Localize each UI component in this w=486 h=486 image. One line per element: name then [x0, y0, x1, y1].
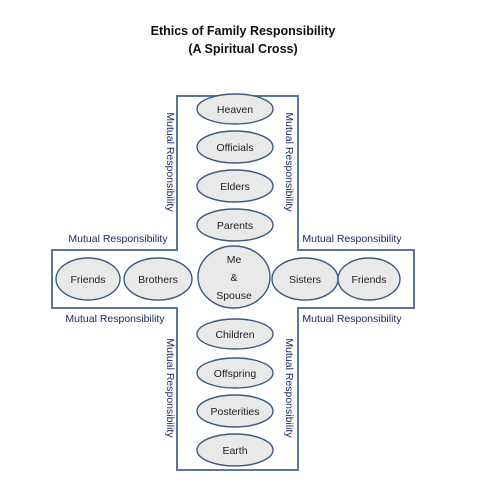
mutual-responsibility-label-bottom-left: Mutual Responsibility — [65, 313, 165, 325]
node-posterities-ellipse — [196, 394, 274, 428]
node-friends-right-label: Friends — [351, 274, 386, 286]
node-parents-ellipse — [196, 208, 274, 242]
mutual-responsibility-label-bottom-right: Mutual Responsibility — [302, 313, 402, 325]
node-earth-label: Earth — [222, 445, 247, 457]
node-posterities-label: Posterities — [210, 406, 259, 418]
node-friends-right-ellipse — [337, 257, 401, 301]
mutual-responsibility-label-lower-left-vertical: Mutual Responsibility — [164, 338, 176, 438]
node-heaven-ellipse — [196, 93, 274, 125]
node-center-line3: Spouse — [216, 290, 252, 302]
mutual-responsibility-label-top-right: Mutual Responsibility — [302, 233, 402, 245]
mutual-responsibility-label-upper-left-vertical: Mutual Responsibility — [164, 112, 176, 212]
node-center-line2: & — [230, 272, 237, 284]
mutual-responsibility-label-top-left: Mutual Responsibility — [68, 233, 168, 245]
cross-outline — [51, 95, 415, 471]
node-heaven-label: Heaven — [217, 104, 253, 116]
node-children-label: Children — [215, 329, 254, 341]
node-center-line1: Me — [227, 254, 242, 266]
diagram-title: Ethics of Family Responsibility — [150, 24, 336, 38]
node-children-ellipse — [196, 318, 274, 350]
mutual-responsibility-label-upper-right-vertical: Mutual Responsibility — [283, 112, 295, 212]
node-brothers-ellipse — [123, 257, 193, 301]
mutual-responsibility-label-lower-right-vertical: Mutual Responsibility — [283, 338, 295, 438]
node-sisters-label: Sisters — [289, 274, 321, 286]
node-officials-label: Officials — [216, 142, 253, 154]
node-parents-label: Parents — [217, 220, 253, 232]
node-elders-label: Elders — [220, 181, 250, 193]
node-brothers-label: Brothers — [138, 274, 178, 286]
diagram-subtitle: (A Spiritual Cross) — [188, 42, 298, 56]
node-offspring-ellipse — [196, 357, 274, 389]
node-earth-ellipse — [196, 433, 274, 467]
node-offspring-label: Offspring — [214, 368, 257, 380]
node-elders-ellipse — [196, 169, 274, 203]
node-officials-ellipse — [196, 130, 274, 164]
node-friends-left-ellipse — [55, 257, 121, 301]
node-friends-left-label: Friends — [70, 274, 105, 286]
node-center-ellipse — [197, 245, 271, 309]
